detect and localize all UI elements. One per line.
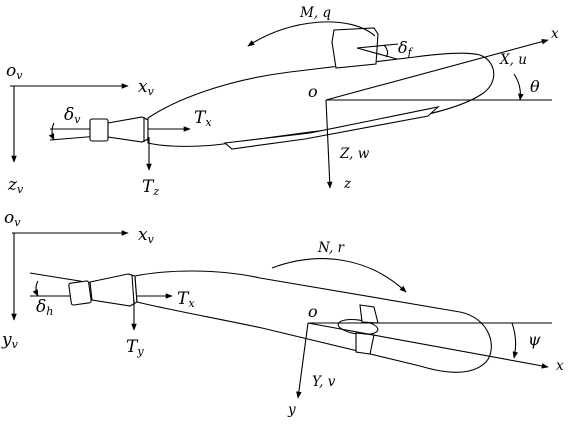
top-hull [147, 52, 495, 147]
bottom-inertial-frame: ov xv yv [1, 208, 155, 351]
bottom-frame-x-label: xv [138, 225, 155, 246]
bottom-yaw-angle-label: ψ [528, 330, 541, 349]
bottom-hull [134, 270, 492, 373]
top-thrust-z-label: Tz [142, 177, 159, 198]
bottom-moment-label: N, r [317, 240, 346, 256]
bottom-propulsor: δh [29, 272, 138, 318]
bottom-axis-x-label: x [556, 358, 564, 374]
top-fin-line-b [356, 47, 398, 60]
bottom-frame-origin-label: ov [4, 208, 21, 229]
top-propeller [89, 118, 109, 142]
top-keel [223, 106, 440, 150]
bottom-force-y-label: Y, v [312, 374, 336, 390]
top-view: ov xv zv δv δf M, q o X, u [6, 5, 559, 198]
top-force-z-label: Z, w [339, 146, 370, 162]
bottom-axis-y-label: y [287, 402, 296, 418]
bottom-rudder-angle-arc [32, 280, 39, 297]
top-body-z-axis [325, 99, 333, 189]
bottom-view: ov xv yv δh N, r o ψ x Y, v y [1, 208, 564, 418]
bottom-yaw-angle-arc [511, 322, 519, 359]
top-sail [331, 27, 379, 69]
top-fin-angle-arc [383, 44, 389, 58]
top-fin-line-a [356, 43, 399, 49]
bottom-rudder-angle-label: δh [36, 297, 53, 318]
top-frame-origin-label: ov [6, 61, 23, 82]
top-body-x-axis [325, 38, 549, 101]
top-pitch-angle-label: θ [530, 77, 540, 96]
bottom-moment-arc [271, 258, 407, 293]
top-thrust-x-label: Tx [194, 108, 212, 129]
top-rudder-angle-label: δv [64, 105, 81, 126]
bottom-thrust-y-label: Ty [126, 337, 144, 358]
top-inertial-frame: ov xv zv [6, 61, 155, 196]
top-moment-arc [247, 21, 376, 47]
bottom-body-y-axis [296, 322, 309, 399]
bottom-propeller [68, 280, 92, 306]
top-fin-angle-label: δf [398, 38, 414, 59]
top-force-x-label: X, u [499, 52, 527, 68]
top-frame-z-label: zv [7, 175, 24, 196]
top-rudder-angle-arc [48, 122, 55, 141]
bottom-body-origin-label: o [308, 302, 318, 321]
bottom-body-x-axis [307, 322, 549, 369]
top-axis-x-label: x [551, 26, 559, 42]
top-tail-cone [107, 116, 149, 143]
top-body-origin-label: o [308, 82, 318, 101]
top-propulsor: δv [48, 105, 149, 143]
bottom-thrust-x-label: Tx [177, 289, 195, 310]
top-moment-label: M, q [299, 5, 331, 21]
bottom-tail-cone [89, 273, 138, 307]
top-axis-z-label: z [343, 176, 352, 192]
top-frame-x-label: xv [138, 77, 155, 98]
bottom-frame-y-label: yv [1, 330, 19, 351]
bottom-tail-joint [131, 274, 135, 305]
top-pitch-angle-arc [513, 73, 524, 101]
